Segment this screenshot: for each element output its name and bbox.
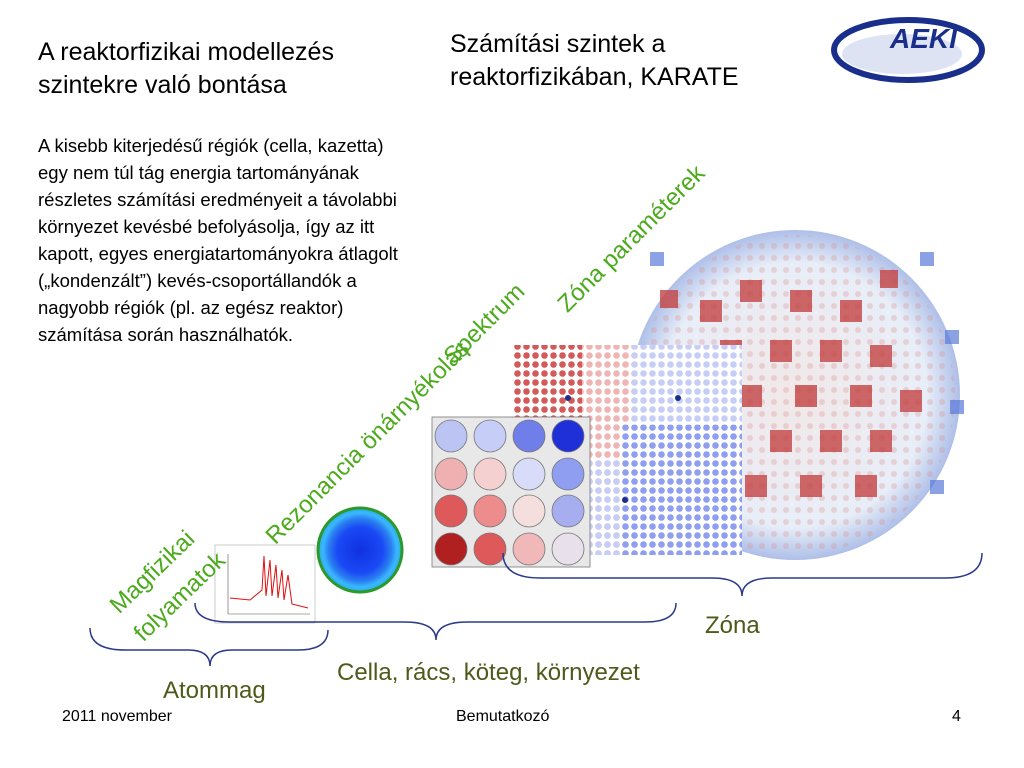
title-left-line1: A reaktorfizikai modellezés: [38, 38, 334, 66]
aeki-logo: AEKI: [831, 17, 985, 83]
footer-date: 2011 november: [62, 708, 172, 725]
footer-center: Bemutatkozó: [456, 708, 550, 725]
title-right-line2: reaktorfizikában, KARATE: [450, 63, 739, 91]
brace-cella: [194, 602, 677, 641]
body-paragraph: A kisebb kiterjedésű régiók (cella, kaze…: [38, 135, 398, 345]
braces: [89, 552, 983, 667]
footer-page-number: 4: [952, 708, 961, 725]
title-left-line2: szintekre való bontása: [38, 71, 287, 99]
fuel-cell: [316, 506, 404, 594]
logo-text: AEKI: [889, 23, 958, 54]
cross-section-plot: [214, 544, 316, 624]
slide-title-right: Számítási szintek a reaktorfizikában, KA…: [450, 28, 810, 94]
brace-atommag: [89, 627, 329, 667]
label-atommag: Atommag: [163, 677, 266, 704]
label-zona: Zóna: [705, 612, 760, 639]
brace-zona: [502, 552, 983, 597]
title-right-line1: Számítási szintek a: [450, 30, 666, 58]
pin-cell-grid: [431, 416, 591, 568]
label-cella-racs: Cella, rács, köteg, környezet: [337, 659, 640, 686]
slide-title-left: A reaktorfizikai modellezés szintekre va…: [38, 36, 418, 102]
